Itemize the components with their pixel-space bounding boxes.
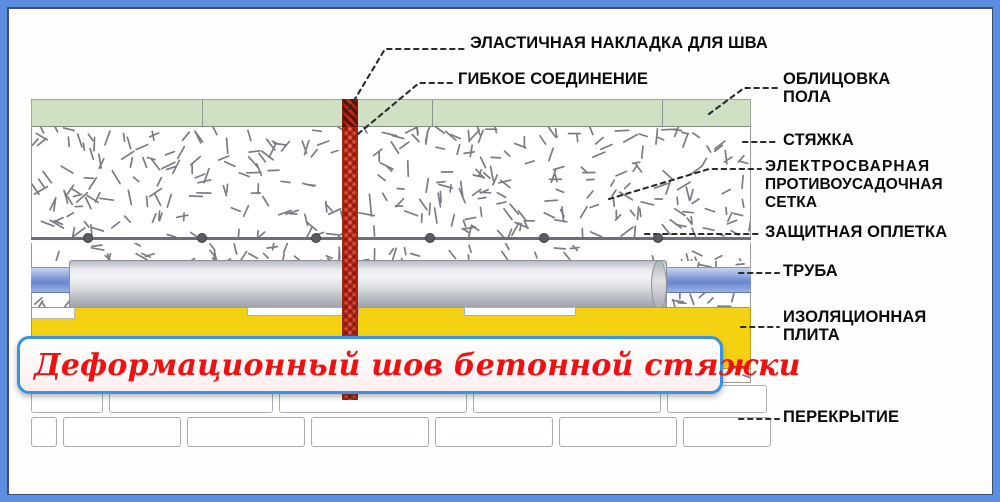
layer-screed bbox=[31, 127, 751, 237]
mesh-node bbox=[197, 233, 207, 243]
label-insulation-line2: ПЛИТА bbox=[783, 326, 840, 344]
label-mesh-line1: ЭЛЕКТРОСВАРНАЯ bbox=[765, 158, 931, 175]
slab-block bbox=[311, 417, 429, 447]
slab-block bbox=[63, 417, 181, 447]
label-floor-facing-line1: ОБЛИЦОВКА bbox=[783, 70, 891, 88]
element-expansion-joint-cap bbox=[342, 99, 358, 127]
label-pipe: ТРУБА bbox=[783, 262, 838, 280]
mesh-line bbox=[31, 237, 751, 240]
layer-floor-facing bbox=[31, 99, 751, 128]
caption-text: Деформационный шов бетонной стяжки bbox=[34, 347, 801, 383]
mesh-node bbox=[311, 233, 321, 243]
label-joint-strip: ЭЛАСТИЧНАЯ НАКЛАДКА ДЛЯ ШВА bbox=[470, 34, 768, 52]
insulation-left-notch bbox=[32, 308, 75, 319]
figure-canvas: ЭЛАСТИЧНАЯ НАКЛАДКА ДЛЯ ШВА ГИБКОЕ СОЕДИ… bbox=[9, 9, 992, 494]
label-floor-facing-line2: ПОЛА bbox=[783, 88, 832, 106]
screed-fiber-texture bbox=[32, 127, 750, 237]
label-sleeve: ЗАЩИТНАЯ ОПЛЕТКА bbox=[765, 223, 948, 241]
label-slab: ПЕРЕКРЫТИЕ bbox=[783, 408, 900, 426]
label-insulation-line1: ИЗОЛЯЦИОННАЯ bbox=[783, 308, 927, 326]
insulation-seam bbox=[247, 307, 359, 316]
mesh-node-row bbox=[31, 233, 751, 243]
mesh-node bbox=[83, 233, 93, 243]
label-mesh-line2: ПРОТИВОУСАДОЧНАЯ bbox=[765, 176, 943, 193]
caption-banner: Деформационный шов бетонной стяжки bbox=[17, 336, 800, 394]
slab-block bbox=[31, 417, 57, 447]
layer-structural-slab-row-2 bbox=[31, 417, 771, 447]
slab-block bbox=[559, 417, 677, 447]
slab-block bbox=[683, 417, 771, 447]
mesh-node bbox=[653, 233, 663, 243]
sleeve-end-cap bbox=[651, 260, 667, 310]
mesh-node bbox=[425, 233, 435, 243]
element-expansion-joint bbox=[342, 99, 358, 400]
element-protective-sleeve bbox=[69, 260, 667, 310]
label-flexible-joint: ГИБКОЕ СОЕДИНЕНИЕ bbox=[458, 70, 648, 88]
slab-block bbox=[435, 417, 553, 447]
slab-block bbox=[187, 417, 305, 447]
insulation-seam bbox=[464, 307, 576, 316]
mesh-node bbox=[539, 233, 549, 243]
layer-welded-mesh bbox=[31, 233, 751, 243]
label-mesh-line3: СЕТКА bbox=[765, 194, 818, 211]
label-screed: СТЯЖКА bbox=[783, 131, 854, 149]
